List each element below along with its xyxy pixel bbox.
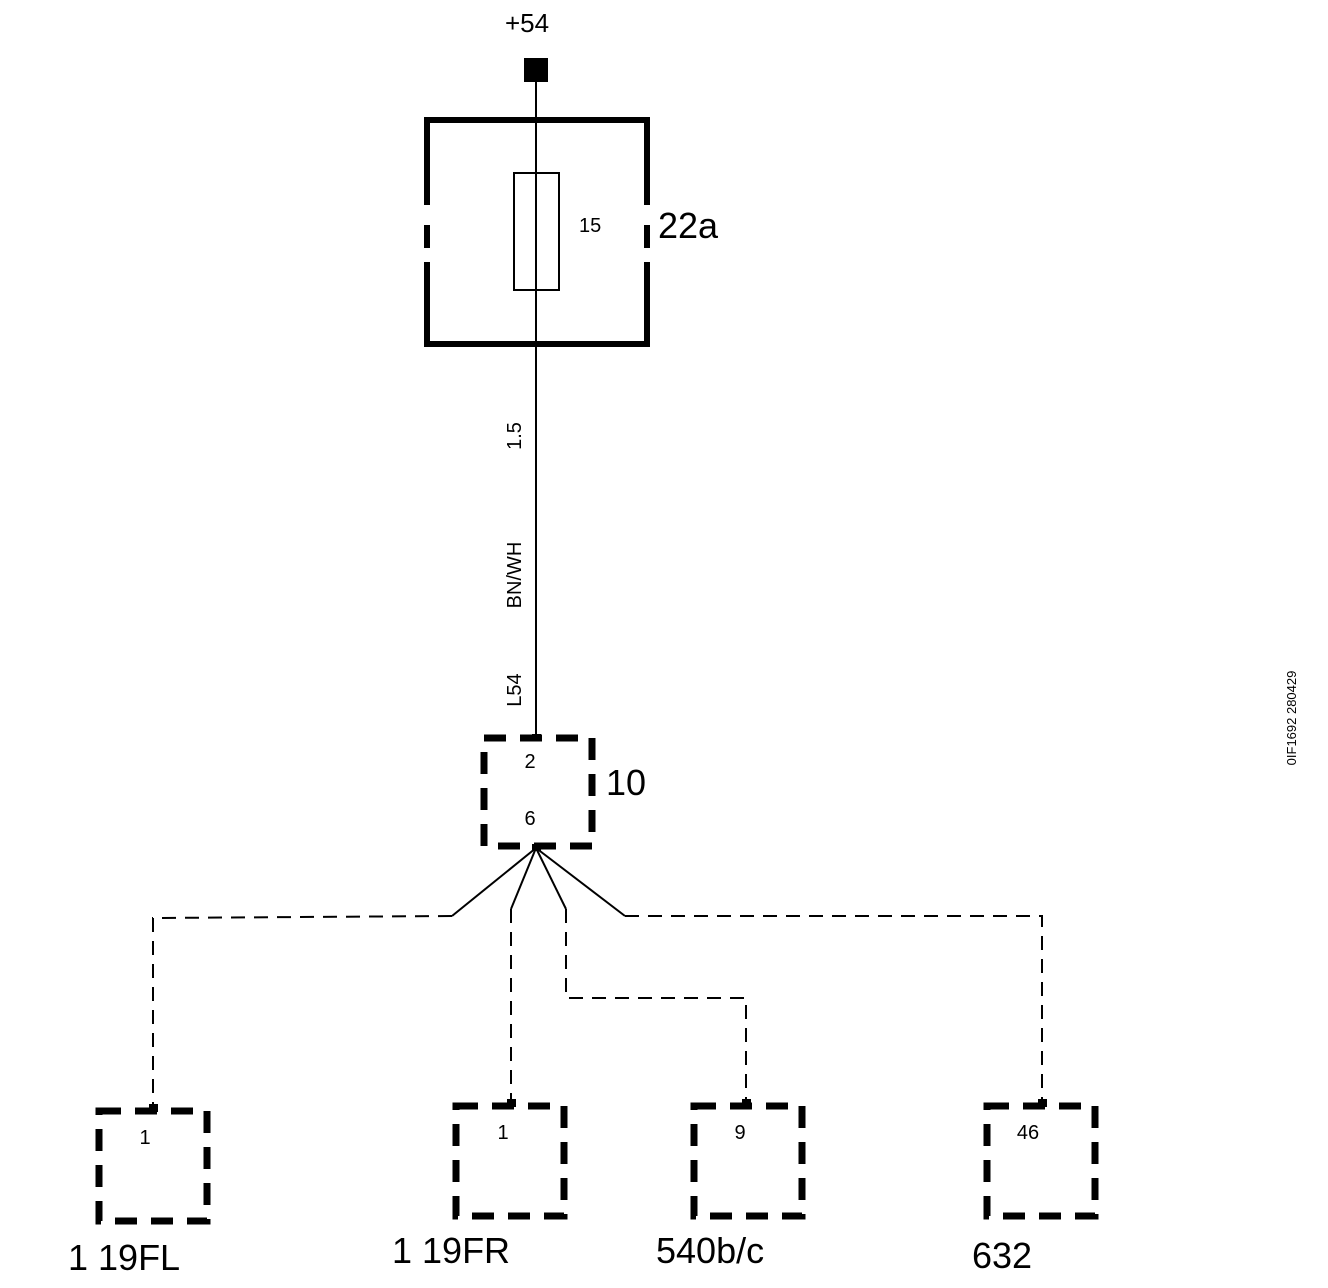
supply-terminal xyxy=(524,58,548,82)
drawing-code: 0IF1692 280429 xyxy=(1284,671,1299,766)
connector-1-19fl: 1 1 19FL xyxy=(68,1104,211,1278)
connector-1-19fr-label: 1 19FR xyxy=(392,1230,510,1271)
branch-wire-540bc xyxy=(565,909,747,1102)
connector-632: 46 632 xyxy=(972,1099,1099,1276)
fuse-element xyxy=(513,172,560,291)
fuse-box-outline xyxy=(424,117,650,347)
junction-connector xyxy=(480,734,596,850)
connector-540bc: 9 540b/c xyxy=(656,1099,806,1271)
junction-pin-out: 6 xyxy=(524,808,535,830)
branch-wire-1-19fl xyxy=(152,915,453,1108)
wire-circuit: L54 xyxy=(504,673,526,706)
connector-540bc-pin: 9 xyxy=(734,1122,745,1144)
junction-pin-in: 2 xyxy=(524,751,535,773)
supply-label: +54 xyxy=(505,8,549,38)
connector-540bc-label: 540b/c xyxy=(656,1230,764,1271)
fuse-box-id: 22a xyxy=(658,205,719,246)
connector-1-19fl-label: 1 19FL xyxy=(68,1237,180,1278)
wire-size: 1.5 xyxy=(504,422,526,450)
connector-1-19fr-pin: 1 xyxy=(497,1122,508,1144)
branch-wire-632 xyxy=(625,915,1043,1102)
connector-1-19fr: 1 1 19FR xyxy=(392,1099,568,1271)
junction-pin-in-mark xyxy=(532,734,541,741)
fuse-number: 15 xyxy=(579,215,601,237)
connector-632-pin: 46 xyxy=(1017,1122,1039,1144)
wire-color: BN/WH xyxy=(504,542,526,609)
fanout-wires xyxy=(451,847,626,917)
connector-632-label: 632 xyxy=(972,1235,1032,1276)
connector-1-19fl-pin: 1 xyxy=(139,1127,150,1149)
junction-id: 10 xyxy=(606,762,646,803)
